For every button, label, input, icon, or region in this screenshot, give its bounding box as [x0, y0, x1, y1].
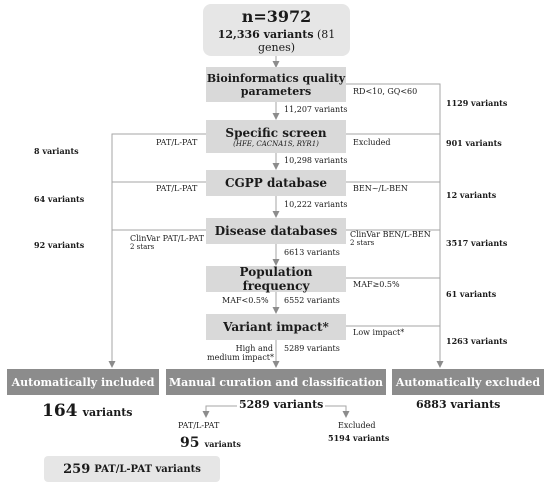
- manual-pat-word: variants: [204, 439, 241, 449]
- population-title: Population frequency: [239, 265, 313, 293]
- quality-below-count: 11,207 variants: [284, 105, 348, 114]
- specific-below-count: 10,298 variants: [284, 156, 348, 165]
- quality-right-count: 1129 variants: [446, 98, 508, 108]
- specific-left-count: 8 variants: [34, 146, 79, 156]
- total-box: n=3972 12,336 variants (81 genes): [203, 4, 350, 56]
- specific-title: Specific screen: [225, 125, 327, 140]
- disease-left-line1: ClinVar PAT/L-PAT: [130, 234, 204, 243]
- total-variants-count: 12,336 variants: [217, 27, 314, 41]
- cgpp-title: CGPP database: [224, 176, 328, 190]
- total-n: n=3972: [241, 6, 312, 26]
- disease-title: Disease databases: [214, 224, 338, 238]
- impact-box: Variant impact*: [206, 314, 346, 340]
- manual-pat-count: 95 variants: [180, 432, 241, 451]
- cgpp-box: CGPP database: [206, 170, 346, 196]
- final-num: 259: [63, 461, 91, 477]
- cgpp-left-count: 64 variants: [34, 194, 85, 204]
- impact-right-label: Low impact*: [353, 328, 405, 337]
- quality-title-1: Bioinformatics quality: [206, 71, 346, 85]
- population-right-label: MAF≥0.5%: [353, 280, 400, 289]
- included-count-num: 164: [42, 401, 78, 421]
- population-box: Population frequency: [206, 265, 346, 293]
- specific-genes: (HFE, CACNA1S, RYR1): [233, 139, 319, 148]
- impact-right-count: 1263 variants: [446, 336, 508, 346]
- manual-pat-label: PAT/L-PAT: [178, 421, 220, 430]
- quality-box: Bioinformatics quality parameters: [206, 67, 346, 102]
- population-right-count: 61 variants: [446, 289, 497, 299]
- branch-specific-left: [108, 133, 206, 368]
- impact-below-count: 5289 variants: [284, 344, 340, 353]
- specific-left-label: PAT/L-PAT: [156, 138, 198, 147]
- disease-left-count: 92 variants: [34, 240, 85, 250]
- disease-box: Disease databases: [206, 218, 346, 244]
- cgpp-right-label: BEN~/L-BEN: [353, 184, 408, 193]
- disease-left-line2: 2 stars: [130, 243, 155, 251]
- excluded-count: 6883 variants: [416, 398, 501, 411]
- cgpp-left-label: PAT/L-PAT: [156, 184, 198, 193]
- total-genes: (81 genes): [257, 27, 336, 54]
- population-below-count: 6552 variants: [284, 296, 340, 305]
- branch-quality-right: [346, 83, 444, 368]
- disease-right-label: ClinVar BEN/L-BEN 2 stars: [350, 230, 431, 248]
- disease-right-line2: 2 stars: [350, 239, 375, 247]
- quality-right-label: RD<10, GQ<60: [353, 87, 418, 96]
- disease-right-line1: ClinVar BEN/L-BEN: [350, 230, 431, 239]
- manual-pat-num: 95: [180, 435, 200, 451]
- cgpp-below-count: 10,222 variants: [284, 200, 348, 209]
- auto-excluded-box: Automatically excluded: [392, 369, 544, 395]
- included-count: 164 variants: [42, 401, 133, 421]
- manual-excluded-count: 5194 variants: [328, 433, 390, 443]
- disease-left-label: ClinVar PAT/L-PAT 2 stars: [130, 234, 204, 252]
- final-text: PAT/L-PAT variants: [94, 463, 201, 475]
- disease-below-count: 6613 variants: [284, 248, 340, 257]
- disease-right-count: 3517 variants: [446, 238, 508, 248]
- specific-right-count: 901 variants: [446, 138, 502, 148]
- impact-below-left-1: High and: [235, 344, 273, 353]
- impact-title: Variant impact*: [223, 320, 329, 334]
- quality-title-2: parameters: [240, 84, 312, 98]
- manual-excluded-label: Excluded: [338, 421, 376, 430]
- cgpp-right-count: 12 variants: [446, 190, 497, 200]
- impact-below-left: High and medium impact*: [207, 344, 275, 362]
- total-variants: 12,336 variants (81 genes): [203, 28, 350, 54]
- auto-included-box: Automatically included: [7, 369, 159, 395]
- final-box: 259 PAT/L-PAT variants: [44, 456, 220, 482]
- specific-box: Specific screen (HFE, CACNA1S, RYR1): [206, 120, 346, 153]
- included-count-word: variants: [82, 406, 133, 419]
- impact-below-left-2: medium impact*: [207, 353, 275, 362]
- manual-box: Manual curation and classification: [166, 369, 386, 395]
- manual-count: 5289 variants: [237, 398, 326, 411]
- population-below-left: MAF<0.5%: [222, 296, 269, 305]
- specific-right-label: Excluded: [353, 138, 391, 147]
